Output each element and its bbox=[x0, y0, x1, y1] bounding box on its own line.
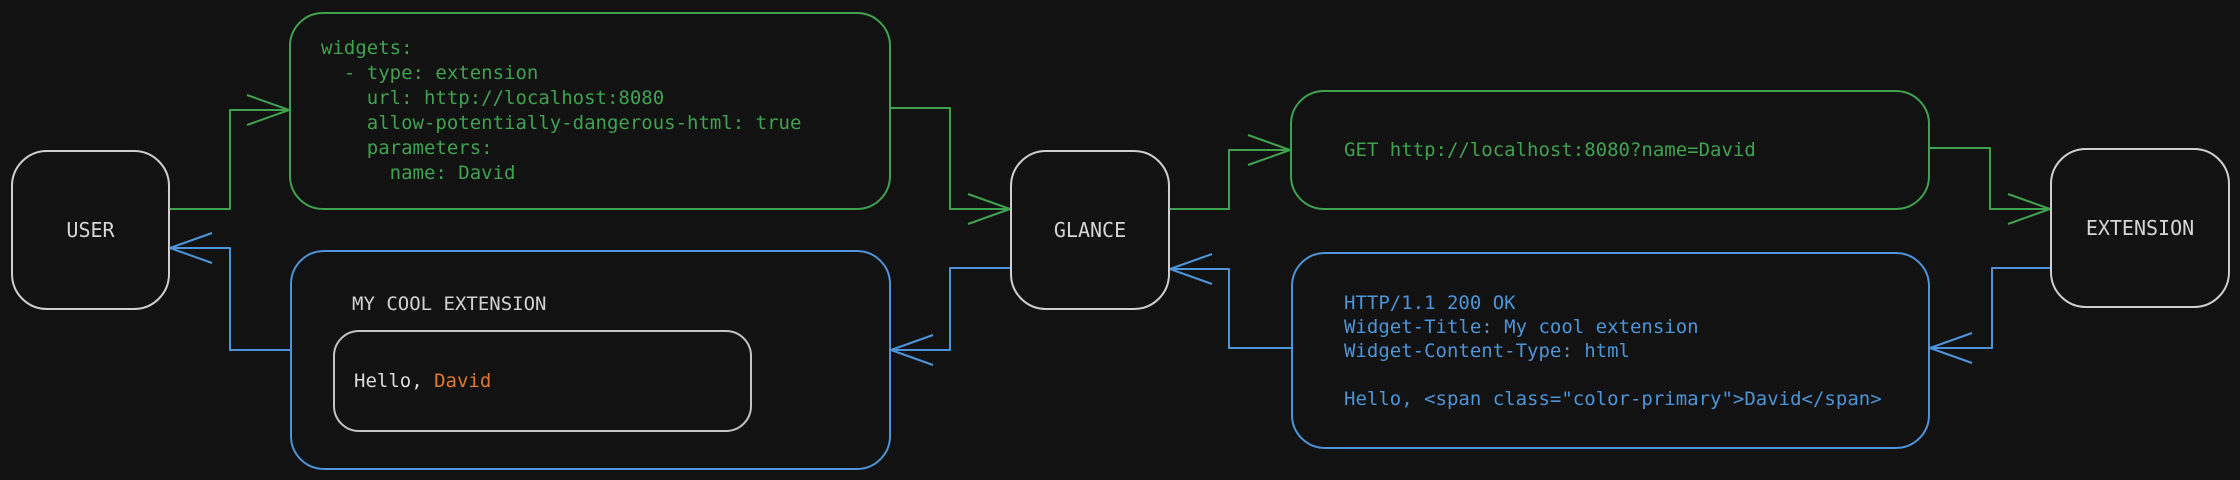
greeting-name: David bbox=[434, 370, 492, 392]
code-line: widgets: bbox=[321, 37, 413, 59]
node-glance-label: GLANCE bbox=[1053, 218, 1127, 242]
code-line: Widget-Title: My cool extension bbox=[1344, 315, 1699, 338]
node-extension: EXTENSION bbox=[2050, 148, 2230, 308]
http-request-box: GET http://localhost:8080?name=David bbox=[1290, 90, 1930, 210]
code-line: url: http://localhost:8080 bbox=[321, 87, 665, 109]
code-line bbox=[1344, 363, 1928, 387]
code-line: Widget-Content-Type: html bbox=[1344, 339, 1630, 362]
rendered-widget-box: MY COOL EXTENSION Hello, David bbox=[290, 250, 891, 470]
node-glance: GLANCE bbox=[1010, 150, 1170, 310]
code-line: parameters: bbox=[321, 137, 493, 159]
path-glance-to-widget bbox=[891, 267, 1010, 351]
arrowhead-response-to-glance bbox=[1169, 253, 1213, 285]
code-line: Hello, <span class="color-primary">David… bbox=[1344, 387, 1882, 410]
http-request-line: GET http://localhost:8080?name=David bbox=[1344, 138, 1756, 161]
path-extension-to-response bbox=[1930, 267, 2050, 349]
node-user: USER bbox=[11, 150, 170, 310]
code-line: allow-potentially-dangerous-html: true bbox=[321, 112, 802, 134]
node-user-label: USER bbox=[66, 218, 115, 242]
path-user-to-config bbox=[170, 109, 289, 210]
node-extension-label: EXTENSION bbox=[2085, 216, 2195, 240]
config-yaml-box: widgets: - type: extension url: http://l… bbox=[289, 12, 891, 210]
path-response-to-glance bbox=[1170, 268, 1291, 349]
widget-greeting-box: Hello, David bbox=[333, 330, 752, 432]
code-line: HTTP/1.1 200 OK bbox=[1344, 291, 1516, 314]
greeting-prefix: Hello, bbox=[354, 370, 435, 392]
path-glance-to-request bbox=[1170, 149, 1290, 210]
path-widget-to-user bbox=[170, 247, 290, 351]
arrowhead-extension-to-response bbox=[1929, 332, 1973, 364]
path-request-to-extension bbox=[1930, 147, 2050, 210]
arrowhead-widget-to-user bbox=[169, 232, 213, 264]
code-line: name: David bbox=[321, 162, 516, 184]
widget-title: MY COOL EXTENSION bbox=[352, 293, 547, 315]
arrowhead-glance-to-widget bbox=[890, 334, 934, 366]
code-line: - type: extension bbox=[321, 62, 539, 84]
path-config-to-glance bbox=[891, 107, 1010, 210]
